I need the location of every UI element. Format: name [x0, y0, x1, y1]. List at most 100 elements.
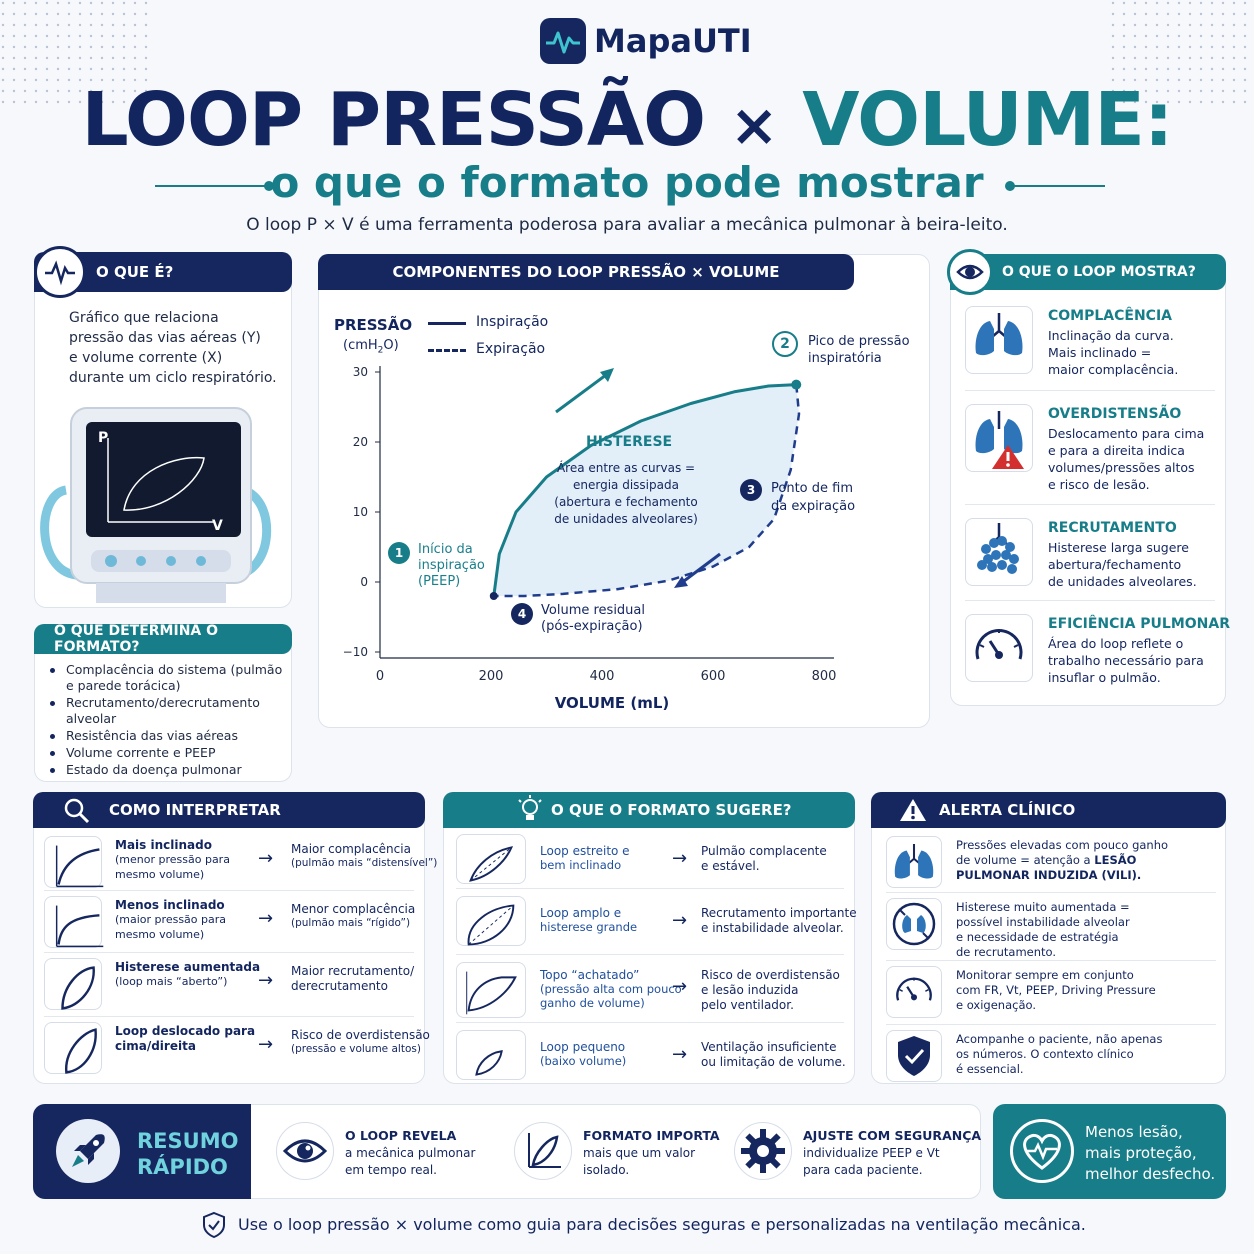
alert-line-text: Histerese muito aumentada = — [956, 900, 1130, 914]
arrow-right-icon: → — [672, 976, 688, 997]
summary-label: RESUMO RÁPIDO — [137, 1128, 238, 1180]
summary-label-line: RÁPIDO — [137, 1155, 228, 1179]
arrow-right-icon: → — [258, 908, 274, 929]
alert-line-text: e oxigenação. — [956, 998, 1036, 1012]
y-tick-label: 30 — [353, 365, 368, 379]
interpret-result: Maior complacência — [291, 842, 411, 856]
subtitle-rule-left — [155, 185, 270, 187]
y-unit-end: O) — [383, 338, 399, 353]
alert-title: ALERTA CLÍNICO — [939, 801, 1076, 819]
point-3-line: da expiração — [771, 499, 856, 514]
determines-item: Recrutamento/derecrutamento alveolar — [46, 695, 286, 727]
hysteresis-line: de unidades alveolares) — [554, 512, 698, 526]
point-4-line: Volume residual — [541, 603, 645, 618]
divider — [886, 892, 1216, 893]
interpret-term: Histerese aumentada — [115, 960, 261, 974]
title-part2: VOLUME: — [802, 77, 1173, 163]
what-is-line-3: e volume corrente (X) — [69, 350, 223, 366]
divider — [456, 1022, 844, 1023]
suggests-meaning: e instabilidade alveolar. — [701, 921, 844, 935]
inspiration-arrowhead — [600, 368, 614, 382]
suggests-shape: Loop amplo e — [540, 906, 622, 920]
subtitle-rule-right — [1010, 185, 1105, 187]
point-3-badge: 3 — [740, 479, 762, 501]
point-1-line: Início da — [418, 542, 473, 557]
shows-item-text: Inclinação da curva. — [1048, 328, 1174, 343]
determines-item: Volume corrente e PEEP — [46, 745, 286, 761]
x-tick-label: 600 — [701, 669, 726, 684]
divider — [44, 890, 414, 891]
determines-item: Estado da doença pulmonar — [46, 762, 286, 778]
point-3-label: Ponto de fim da expiração — [771, 480, 855, 516]
interpret-result: derecrutamento — [291, 979, 388, 993]
x-axis-title: VOLUME (mL) — [555, 694, 670, 712]
suggests-shape: Topo “achatado” — [540, 968, 640, 982]
interpret-result-note: (pulmão mais “distensível”) — [291, 857, 438, 869]
arrow-right-icon: → — [258, 848, 274, 869]
summary-item-text: a mecânica pulmonar — [345, 1146, 476, 1160]
determines-item: Resistência das vias aéreas — [46, 728, 286, 744]
point-4-line: (pós-expiração) — [541, 619, 643, 634]
point-1-line: inspiração — [418, 558, 485, 573]
alert-header: ALERTA CLÍNICO — [871, 792, 1226, 828]
ventilator-monitor-icon — [40, 407, 272, 603]
shield-check-icon — [203, 1211, 225, 1239]
alert-line: os números. O contexto clínico — [956, 1047, 1218, 1062]
determines-item: Complacência do sistema (pulmão e parede… — [46, 662, 286, 694]
summary-item-text: mais que um valor — [583, 1146, 696, 1160]
legend-solid-swatch — [428, 322, 466, 325]
subtitle-dot-left — [264, 181, 274, 191]
inspiration-curve — [492, 383, 797, 597]
interpret-result: Maior recrutamento/ — [291, 964, 415, 978]
alert-line: Histerese muito aumentada = — [956, 900, 1218, 915]
suggests-meaning: e lesão induzida — [701, 983, 799, 997]
lungs-icon — [886, 836, 942, 888]
point-4-badge: 4 — [511, 603, 533, 625]
lightbulb-icon — [518, 795, 542, 820]
brand-logo-icon — [540, 18, 586, 64]
divider — [965, 390, 1215, 391]
shows-item-title: EFICIÊNCIA PULMONAR — [1048, 616, 1231, 632]
determines-title: O QUE DETERMINA O FORMATO? — [54, 623, 219, 655]
determines-header: O QUE DETERMINA O FORMATO? — [34, 623, 292, 655]
interpret-title: COMO INTERPRETAR — [109, 801, 281, 819]
point-1-line: (PEEP) — [418, 574, 461, 589]
alert-line-text: Pressões elevadas com pouco ganho — [956, 838, 1169, 852]
alert-line-text: Monitorar sempre em conjunto — [956, 968, 1134, 982]
point-1-badge: 1 — [388, 542, 410, 564]
suggests-meaning: Risco de overdistensão — [701, 968, 840, 982]
suggests-shape: (baixo volume) — [540, 1054, 627, 1068]
what-is-text: Gráfico que relaciona pressão das vias a… — [69, 308, 277, 388]
shows-item-title: RECRUTAMENTO — [1048, 520, 1177, 536]
eye-icon — [276, 1122, 334, 1180]
page-subtitle: o que o formato pode mostrar — [270, 158, 984, 207]
y-tick-label: 0 — [360, 575, 368, 589]
y-tick-label: −10 — [343, 645, 368, 659]
alert-line-text: os números. O contexto clínico — [956, 1047, 1134, 1061]
point-4-label: Volume residual(pós-expiração) — [541, 603, 645, 635]
interpret-result: Menor complacência — [291, 902, 416, 916]
divider — [886, 1024, 1216, 1025]
alert-line: possível instabilidade alveolar — [956, 915, 1218, 930]
shows-item-title: COMPLACÊNCIA — [1048, 308, 1172, 324]
interpret-term: Menos inclinado — [115, 898, 225, 912]
arrow-right-icon: → — [672, 1044, 688, 1065]
shows-title: O QUE O LOOP MOSTRA? — [1002, 264, 1196, 280]
alert-line: de recrutamento. — [956, 945, 1218, 960]
alert-line: é essencial. — [956, 1062, 1218, 1077]
point-2-line: Pico de pressão — [808, 334, 910, 349]
shows-item-text: trabalho necessário para — [1048, 653, 1204, 668]
interpret-term: Loop deslocado para — [115, 1024, 256, 1038]
point-3-line: Ponto de fim — [771, 481, 853, 496]
hysteresis-area — [493, 384, 799, 596]
expiration-curve — [493, 384, 801, 598]
outcome-line: Menos lesão, — [1085, 1123, 1183, 1141]
alert-emphasis: PULMONAR INDUZIDA (VILI). — [956, 868, 1142, 882]
arrow-right-icon: → — [258, 970, 274, 991]
y-unit-main: (cmH — [343, 338, 378, 353]
summary-item-title: AJUSTE COM SEGURANÇA — [803, 1128, 982, 1143]
lungs-icon — [965, 306, 1033, 374]
title-part1: LOOP PRESSÃO — [81, 77, 707, 163]
suggests-shape: ganho de volume) — [540, 996, 645, 1010]
